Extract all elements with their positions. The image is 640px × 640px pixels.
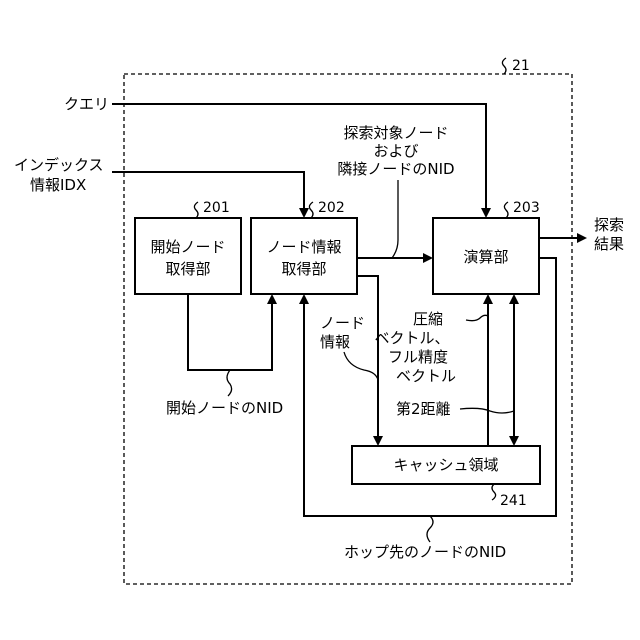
index-info-label-2: 情報IDX: [30, 176, 86, 194]
second-distance-arrowhead-up: [509, 294, 519, 304]
frame-ref-number: 21: [512, 58, 530, 74]
node-info-leader: [344, 352, 378, 380]
search-target-leader: [392, 180, 398, 258]
start-node-to-node-info-line: [188, 294, 272, 370]
start-node-acquisition-block: [135, 218, 241, 294]
ref-241: 241: [500, 493, 527, 509]
compute-block-label: 演算部: [463, 248, 508, 266]
ref-203: 203: [513, 200, 540, 216]
hop-dest-nid-label: ホップ先のノードのNID: [344, 543, 506, 561]
node-info-to-cache-arrowhead: [373, 436, 383, 446]
search-target-label-1: 探索対象ノード: [343, 124, 448, 142]
start-node-to-node-info-arrowhead: [267, 294, 277, 304]
frame-ref-leader: [502, 58, 506, 74]
ref-203-leader: [504, 202, 508, 218]
search-result-arrowhead: [577, 233, 587, 243]
second-distance-arrowhead-down: [509, 436, 519, 446]
vectors-label-2: ベクトル、: [374, 329, 449, 347]
hop-dest-nid-leader: [427, 516, 433, 542]
ref-201: 201: [203, 200, 230, 216]
second-distance-label: 第2距離: [396, 400, 451, 418]
vectors-label-1: 圧縮: [413, 310, 443, 328]
start-node-block-label-2: 取得部: [165, 260, 210, 278]
start-node-block-label-1: 開始ノード: [150, 238, 225, 256]
cache-to-compute-arrowhead: [483, 294, 493, 304]
ref-202: 202: [318, 200, 345, 216]
start-node-nid-label: 開始ノードのNID: [166, 399, 283, 417]
ref-241-leader: [492, 484, 496, 500]
node-info-block-label-1: ノード情報: [266, 238, 341, 256]
cache-area-label: キャッシュ領域: [393, 456, 498, 474]
hop-feedback-arrowhead: [299, 294, 309, 304]
query-arrow-line: [112, 104, 486, 209]
query-label: クエリ: [64, 95, 109, 113]
node-info-block-label-2: 取得部: [281, 260, 326, 278]
node-info-to-compute-arrowhead: [423, 253, 433, 263]
node-info-label-2: 情報: [320, 333, 350, 351]
ref-201-leader: [194, 202, 198, 218]
vectors-label-4: ベクトル: [396, 367, 456, 385]
search-target-label-2: および: [373, 142, 418, 160]
index-info-label-1: インデックス: [14, 156, 104, 174]
index-info-arrowhead: [299, 208, 309, 218]
vectors-leader: [466, 315, 488, 320]
search-target-label-3: 隣接ノードのNID: [337, 160, 454, 178]
node-info-to-cache-line: [357, 276, 378, 437]
node-info-label-1: ノード: [320, 314, 365, 332]
search-result-label-2: 結果: [594, 235, 624, 253]
start-node-nid-leader: [227, 370, 232, 396]
query-arrowhead: [481, 208, 491, 218]
node-info-acquisition-block: [251, 218, 357, 294]
search-result-label-1: 探索: [594, 216, 624, 234]
ref-202-leader: [309, 202, 313, 218]
vectors-label-3: フル精度: [388, 348, 448, 366]
